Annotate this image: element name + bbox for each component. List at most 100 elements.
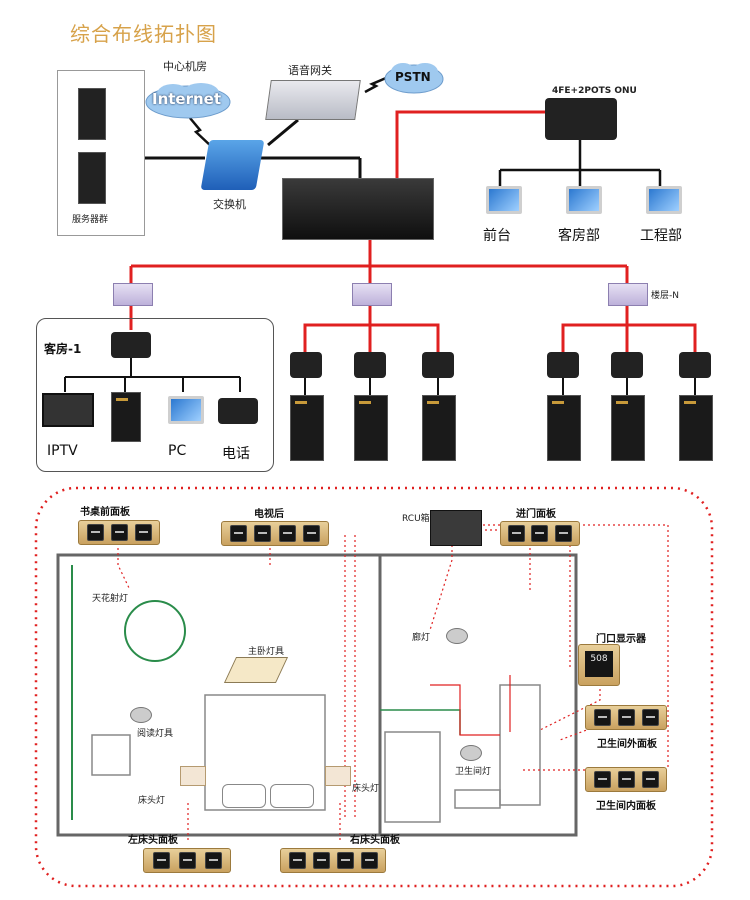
bathroom-light-label: 卫生间灯 [455, 767, 492, 777]
bathroom-outer-panel-label: 卫生间外面板 [597, 739, 657, 750]
tv-back-panel [221, 521, 329, 546]
cabinet-icon [422, 395, 456, 461]
bathroom-light-icon [460, 745, 482, 761]
door-display-panel: 508 [578, 644, 620, 686]
room-device-label: PC [168, 443, 187, 459]
reading-light-label: 阅读灯具 [137, 729, 174, 739]
switch-key-icon [508, 525, 526, 542]
switch-key-icon [288, 852, 306, 869]
pstn-cloud-icon [384, 63, 444, 94]
corridor-light-icon [446, 628, 468, 644]
switch-label: 交换机 [213, 198, 246, 211]
switch-key-icon [531, 525, 549, 542]
cabinet-icon [547, 395, 581, 461]
bathroom-inner-panel [585, 767, 667, 792]
socket-icon [278, 525, 296, 542]
bedside-light-left-label: 床头灯 [138, 796, 166, 806]
splitter-icon [608, 283, 648, 306]
entry-panel [500, 521, 580, 546]
tv-icon [42, 393, 94, 427]
left-bedside-panel [143, 848, 231, 873]
switch-key-icon [86, 524, 104, 541]
floor-onu-icon [290, 352, 322, 378]
rcu-box-label: RCU箱 [402, 514, 430, 524]
pstn-label: PSTN [395, 70, 431, 84]
switch-key-icon [110, 524, 128, 541]
desk-front-panel [78, 520, 160, 545]
lamp-icon [325, 766, 351, 786]
desk-front-panel-label: 书桌前面板 [80, 507, 130, 518]
bedside-light-right-label: 床头灯 [352, 784, 380, 794]
socket-icon [229, 525, 247, 542]
cabinet-icon [679, 395, 713, 461]
left-bedside-panel-label: 左床头面板 [128, 835, 178, 846]
floor-onu-icon [679, 352, 711, 378]
room-1-label: 客房-1 [44, 342, 82, 356]
splitter-icon [352, 283, 392, 306]
switch-key-icon [641, 771, 659, 788]
switch-key-icon [617, 771, 635, 788]
cabinet-icon [611, 395, 645, 461]
server-icon [78, 152, 106, 204]
switch-key-icon [134, 524, 152, 541]
page-title: 综合布线拓扑图 [70, 22, 217, 46]
onu-label: 4FE+2POTS ONU [552, 86, 637, 96]
room-device-label: IPTV [47, 443, 78, 459]
socket-icon [254, 525, 272, 542]
entry-panel-label: 进门面板 [516, 509, 556, 520]
main-light-label: 主卧灯具 [248, 647, 285, 657]
switch-key-icon [360, 852, 378, 869]
switch-icon [200, 140, 265, 190]
internet-cloud-icon [145, 83, 231, 119]
right-bedside-panel-label: 右床头面板 [350, 835, 400, 846]
switch-key-icon [554, 525, 572, 542]
pillow-icon [270, 784, 314, 808]
switch-key-icon [641, 709, 659, 726]
pc-icon [566, 186, 602, 214]
olt-chassis-icon [282, 178, 434, 240]
pc-icon [168, 396, 204, 424]
door-display-screen: 508 [585, 651, 613, 677]
switch-key-icon [312, 852, 330, 869]
department-label: 前台 [483, 228, 511, 244]
switch-key-icon [593, 709, 611, 726]
ceiling-spot-light-label: 天花射灯 [92, 594, 129, 604]
socket-icon [303, 525, 321, 542]
server-group-label: 服务器群 [72, 215, 109, 225]
rcu-box-icon [430, 510, 482, 546]
floor-n-label: 楼层-N [651, 291, 679, 301]
switch-key-icon [178, 852, 196, 869]
room-onu-icon [111, 332, 151, 358]
phone-icon [218, 398, 258, 424]
voice-gateway-label: 语音网关 [288, 64, 332, 77]
cabinet-icon [290, 395, 324, 461]
pillow-icon [222, 784, 266, 808]
switch-key-icon [204, 852, 222, 869]
floor-onu-icon [354, 352, 386, 378]
tv-back-panel-label: 电视后 [254, 509, 284, 520]
floor-onu-icon [611, 352, 643, 378]
network-lines [64, 76, 697, 395]
floor-onu-icon [422, 352, 454, 378]
cabinet-icon [111, 392, 141, 442]
onu-icon [545, 98, 617, 140]
splitter-icon [113, 283, 153, 306]
switch-key-icon [593, 771, 611, 788]
server-icon [78, 88, 106, 140]
right-bedside-panel [280, 848, 386, 873]
room-floor-plan [34, 486, 714, 888]
reading-light-icon [130, 707, 152, 723]
corridor-light-label: 廊灯 [412, 633, 431, 643]
internet-label: Internet [152, 90, 222, 108]
pc-icon [646, 186, 682, 214]
switch-key-icon [617, 709, 635, 726]
pc-icon [486, 186, 522, 214]
department-label: 客房部 [558, 228, 600, 244]
room-1-box [36, 318, 274, 472]
switch-key-icon [152, 852, 170, 869]
cabinet-icon [354, 395, 388, 461]
bathroom-inner-panel-label: 卫生间内面板 [596, 801, 656, 812]
voice-gateway-icon [265, 80, 361, 120]
bathroom-outer-panel [585, 705, 667, 730]
center-room-label: 中心机房 [163, 60, 207, 73]
